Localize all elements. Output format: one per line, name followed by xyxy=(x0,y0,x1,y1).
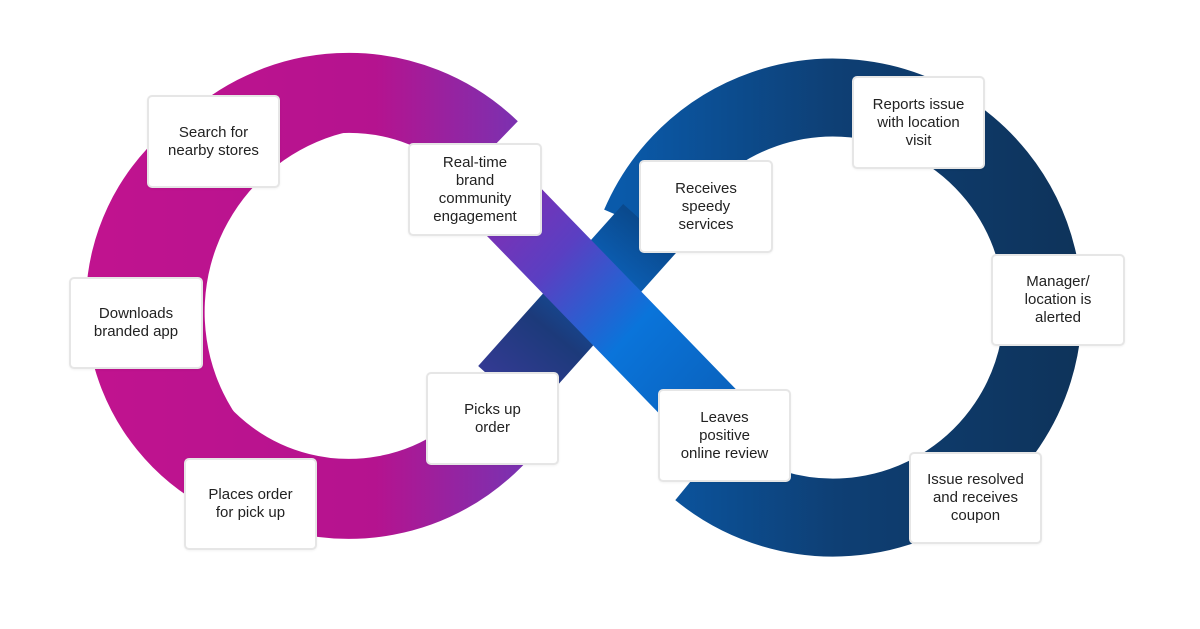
step-download-label: Downloads branded app xyxy=(93,305,179,340)
step-speedy-label: Receives speedy services xyxy=(675,179,737,233)
step-community-label: Real-time brand community engagement xyxy=(433,153,517,225)
step-manager-card: Manager/ location is alerted xyxy=(991,254,1125,346)
step-order-label: Places order for pick up xyxy=(208,486,293,521)
step-pickup-card: Picks up order xyxy=(426,372,559,465)
step-resolved-label: Issue resolved and receives coupon xyxy=(927,471,1024,524)
step-speedy-card: Receives speedy services xyxy=(639,160,773,253)
step-search-card: Search for nearby stores xyxy=(147,95,280,188)
step-report-label: Reports issue with location visit xyxy=(872,95,965,149)
step-manager-label: Manager/ location is alerted xyxy=(1024,273,1092,326)
step-search-label: Search for nearby stores xyxy=(168,123,259,159)
step-download-card: Downloads branded app xyxy=(69,277,203,369)
step-review-label: Leaves positive online review xyxy=(680,408,769,462)
step-pickup-label: Picks up order xyxy=(464,400,521,436)
step-resolved-card: Issue resolved and receives coupon xyxy=(909,452,1042,544)
step-report-card: Reports issue with location visit xyxy=(852,76,985,169)
step-order-card: Places order for pick up xyxy=(184,458,317,550)
step-review-card: Leaves positive online review xyxy=(658,389,791,482)
step-community-card: Real-time brand community engagement xyxy=(408,143,542,236)
